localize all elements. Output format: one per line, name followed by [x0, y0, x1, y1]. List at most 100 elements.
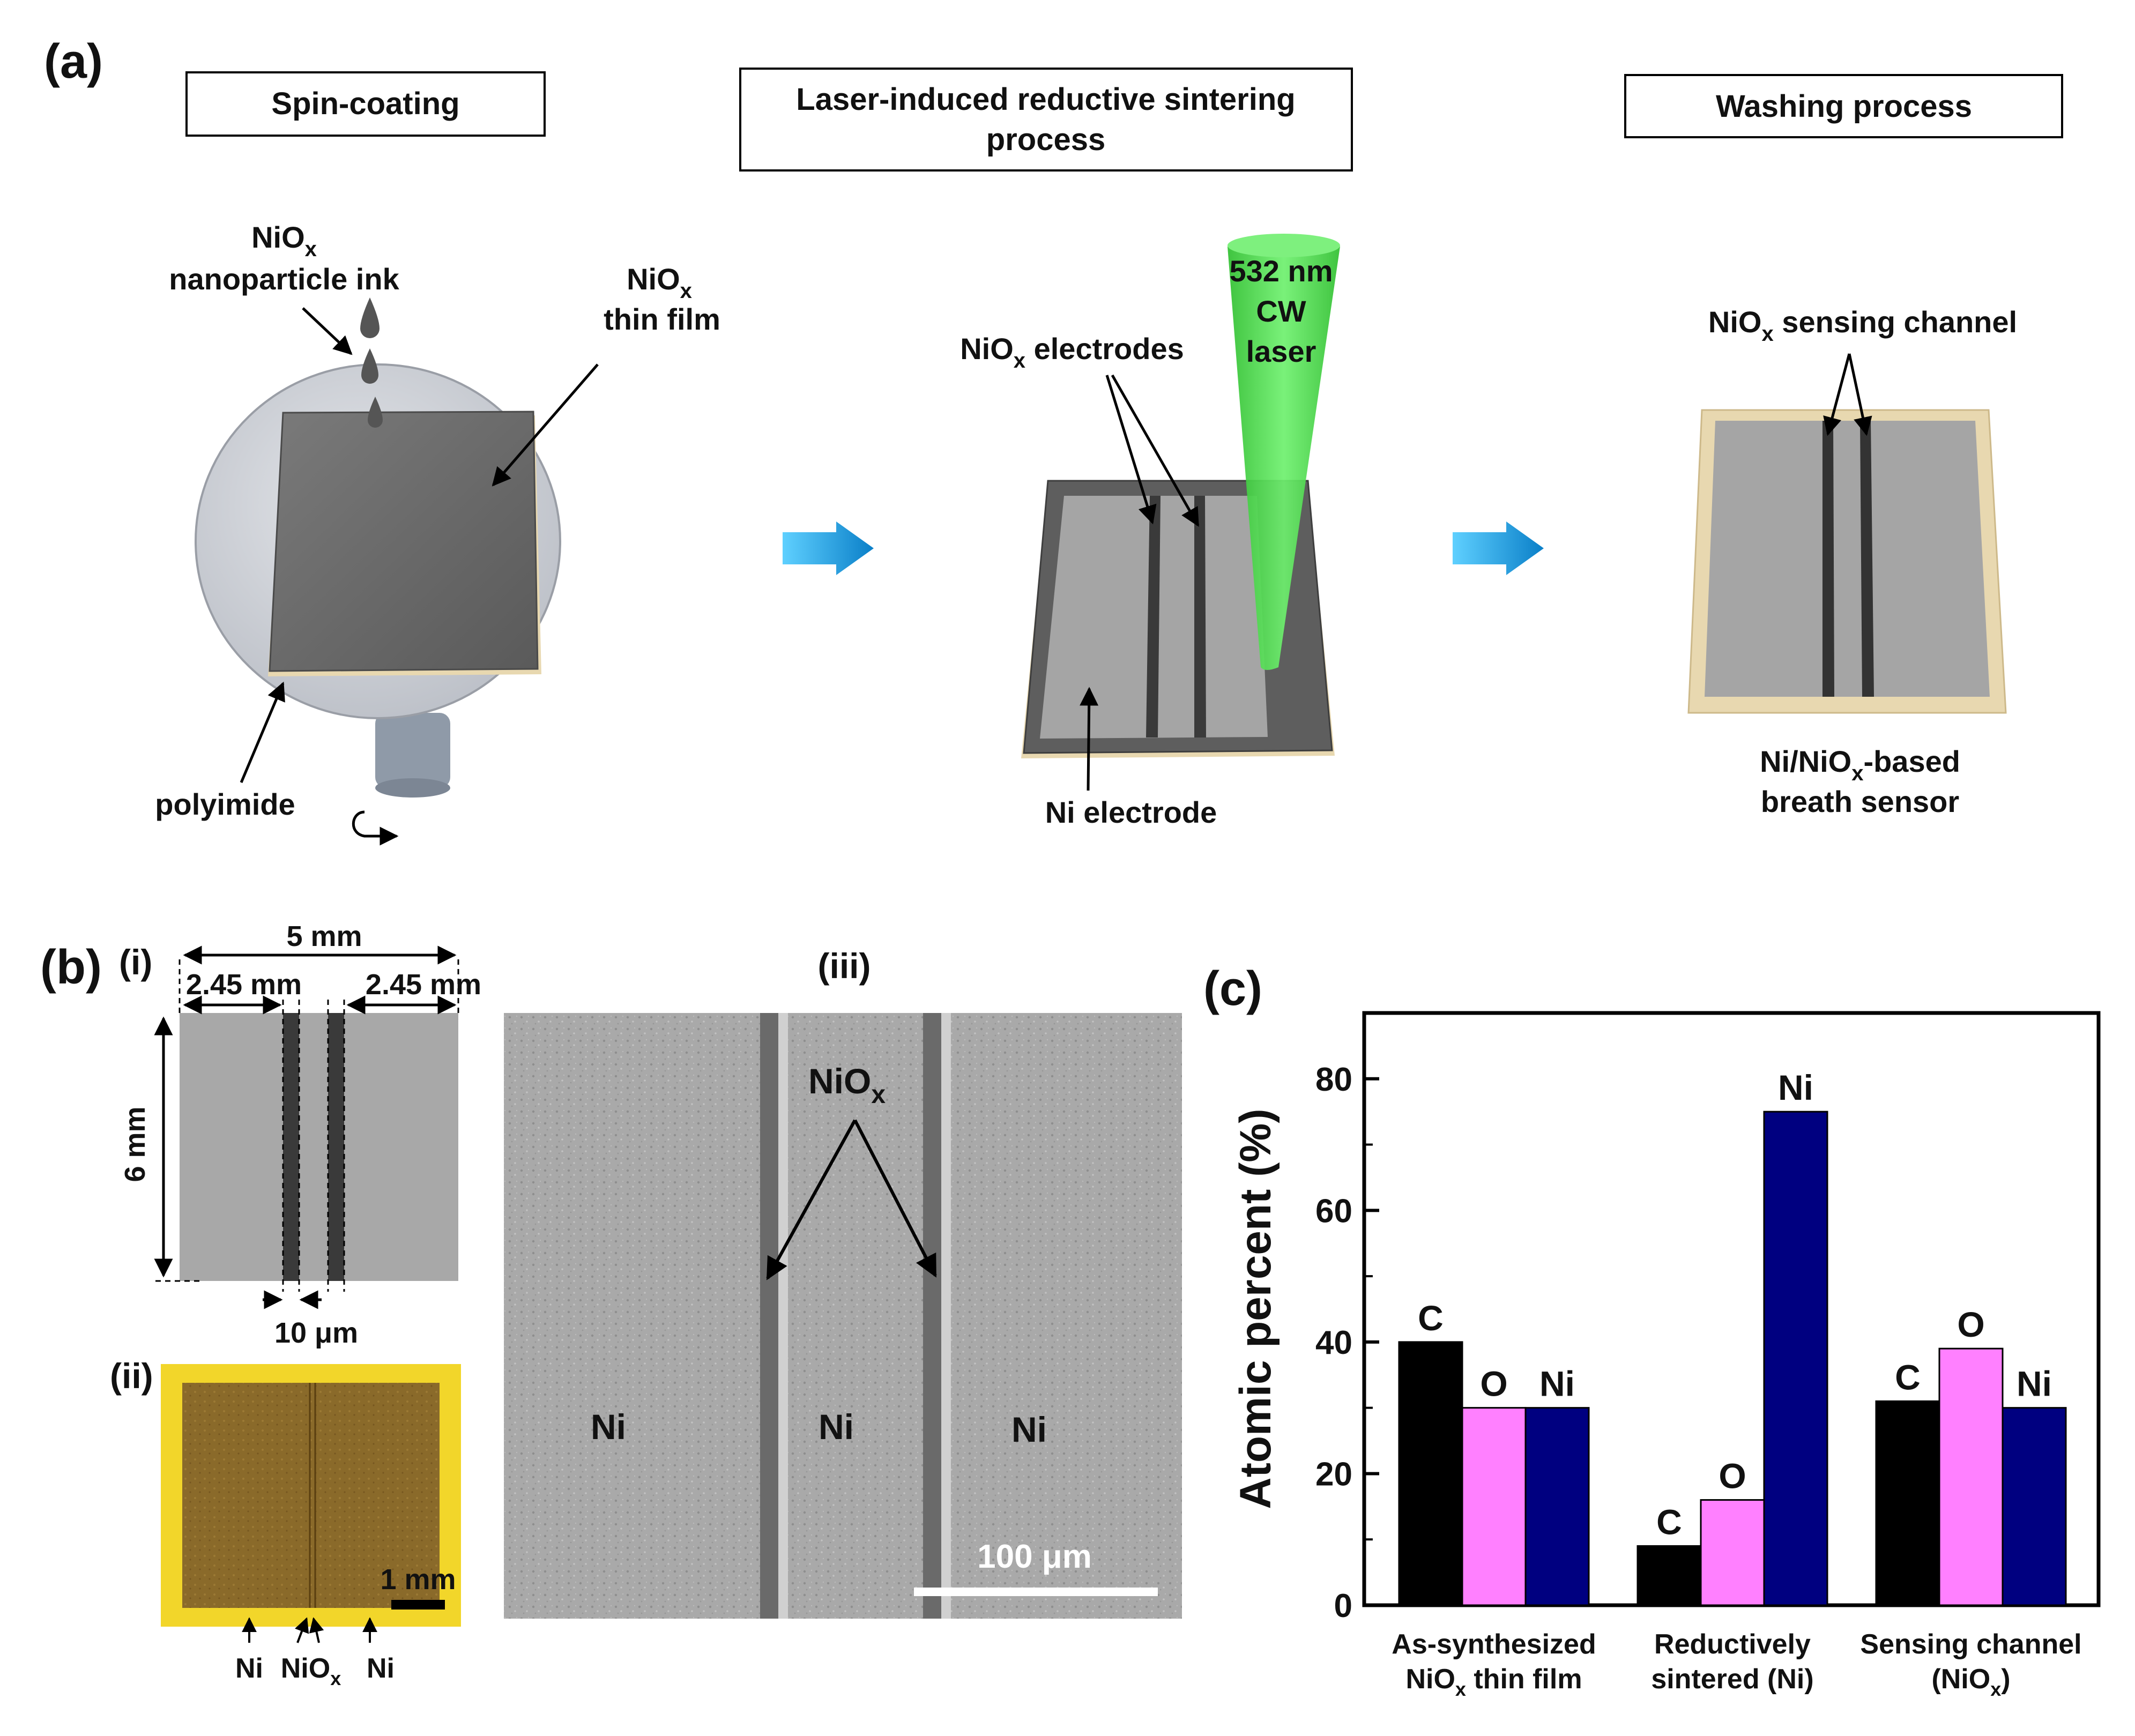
breath-sensor-illustration [1687, 409, 2007, 714]
panel-b-letter: (b) [40, 941, 102, 994]
bar-label-c-group-0: C [1418, 1298, 1444, 1338]
sem-pointer-arrow-1 [766, 1119, 857, 1280]
sem-scale-bar [914, 1588, 1158, 1596]
channel-pointer-arrow-2 [1848, 353, 1872, 436]
ni-electrode-label: Ni electrode [1045, 795, 1217, 829]
optical-scale-label: 1 mm [380, 1563, 456, 1596]
optical-label-nio: NiOx [281, 1653, 341, 1689]
bar-o-group-2 [1938, 1347, 2004, 1606]
x-label-group-0-line2: NiOx thin film [1405, 1664, 1582, 1700]
film-pointer-arrow [492, 363, 599, 487]
sem-region-ni-left: Ni [591, 1407, 626, 1447]
bar-label-ni-group-0: Ni [1539, 1364, 1575, 1404]
panel-b-sub-i: (i) [119, 942, 152, 982]
step-box-washing [1624, 74, 2063, 138]
sem-pointer-arrow-2 [853, 1119, 937, 1278]
channel-pointer-arrow-1 [1823, 353, 1851, 436]
ni-electrode-sensor [1705, 421, 1990, 697]
sem-region-ni-middle: Ni [819, 1407, 854, 1447]
sensor-label-line1: Ni/NiOx-based [1760, 744, 1960, 785]
polyimide-pointer-arrow [240, 681, 285, 783]
laser-label-line3: laser [1246, 334, 1316, 368]
sem-scale-label: 100 μm [977, 1538, 1092, 1575]
laser-label-line1: 532 nm [1230, 254, 1333, 288]
y-tick-label-3: 60 [1315, 1193, 1352, 1230]
y-tick-label-0: 0 [1334, 1588, 1352, 1625]
bar-label-c-group-2: C [1895, 1357, 1921, 1397]
sem-image [504, 1013, 1182, 1619]
schematic-nio-line-2 [328, 1013, 344, 1281]
optical-pointer-nio-1 [294, 1617, 309, 1643]
nio-electrode-line-2 [1194, 496, 1206, 737]
dim-label-total: 5 mm [286, 920, 362, 952]
laser-beam [1228, 239, 1340, 670]
schematic-nio-line-1 [283, 1013, 299, 1281]
optical-pointer-nio-2 [309, 1617, 324, 1643]
bar-label-o-group-1: O [1719, 1456, 1746, 1496]
bar-ni-group-0 [1524, 1407, 1590, 1606]
ink-droplet-2 [361, 348, 378, 384]
optical-image-device [182, 1383, 440, 1608]
electrodes-label: NiOx electrodes [960, 332, 1184, 372]
sem-nio-label: NiOx [808, 1061, 886, 1109]
ni-electrode-pointer-arrow [1080, 687, 1099, 791]
ink-pointer-arrow [302, 307, 353, 355]
film-label-nio: NiOx [627, 262, 692, 303]
bar-label-o-group-2: O [1957, 1305, 1984, 1344]
bar-c-group-0 [1398, 1341, 1463, 1606]
x-label-group-2-line1: Sensing channel [1860, 1629, 2081, 1660]
film-label-text: thin film [604, 302, 720, 336]
rotation-arrow-icon [352, 810, 399, 846]
laser-label-line2: CW [1256, 294, 1306, 328]
electrode-pointer-arrow-1 [1105, 375, 1157, 525]
step-label-laser-sintering-line2: process [986, 122, 1105, 157]
step-label-washing: Washing process [1716, 89, 1972, 124]
step-box-laser-sintering [739, 68, 1353, 172]
schematic-ni-pad [180, 1013, 458, 1281]
polyimide-label: polyimide [155, 787, 295, 821]
ink-droplet-3 [368, 397, 383, 428]
bar-ni-group-2 [2002, 1407, 2067, 1606]
sem-nio-line-2 [923, 1013, 941, 1619]
nio-thin-film [269, 411, 539, 672]
optical-label-ni-left: Ni [235, 1653, 263, 1684]
nio-channel-line-2 [1860, 421, 1874, 697]
ink-droplet-1 [360, 297, 380, 338]
chart-y-axis-title: Atomic percent (%) [1231, 1108, 1280, 1509]
x-label-group-1-line1: Reductively [1654, 1629, 1811, 1660]
sensing-channel-label: NiOx sensing channel [1708, 305, 2017, 346]
dim-label-height: 6 mm [119, 1106, 151, 1182]
sem-region-ni-right: Ni [1011, 1410, 1047, 1449]
bar-o-group-0 [1461, 1407, 1527, 1606]
laser-sintering-illustration [1021, 234, 1340, 758]
bar-label-ni-group-2: Ni [2017, 1364, 2052, 1404]
bar-c-group-2 [1875, 1400, 1940, 1606]
x-label-group-0-line1: As-synthesized [1392, 1629, 1596, 1660]
ink-label-nio: NiOx [251, 220, 317, 261]
sem-nio-line-1 [760, 1013, 778, 1619]
optical-label-ni-right: Ni [367, 1653, 395, 1684]
panel-a-letter: (a) [44, 35, 103, 88]
optical-image [161, 1364, 461, 1627]
dim-label-gap: 10 μm [274, 1317, 358, 1349]
x-label-group-1-line2: sintered (Ni) [1651, 1664, 1813, 1695]
nio-channel-line-1 [1822, 421, 1834, 697]
process-arrow-icon-2 [1453, 521, 1544, 575]
y-tick-label-1: 20 [1315, 1456, 1352, 1493]
electrode-pointer-arrow-2 [1111, 374, 1200, 527]
spin-coater-illustration [195, 297, 561, 846]
dim-label-left: 2.45 mm [186, 968, 302, 1001]
step-box-spin-coating [185, 71, 546, 137]
optical-scale-bar [391, 1600, 445, 1610]
y-tick-label-4: 80 [1315, 1061, 1352, 1098]
sensor-label-line2: breath sensor [1761, 785, 1959, 818]
bar-label-c-group-1: C [1656, 1502, 1682, 1542]
step-label-laser-sintering-line1: Laser-induced reductive sintering [796, 82, 1295, 117]
bar-label-o-group-0: O [1480, 1364, 1507, 1404]
bar-label-ni-group-1: Ni [1778, 1068, 1813, 1107]
